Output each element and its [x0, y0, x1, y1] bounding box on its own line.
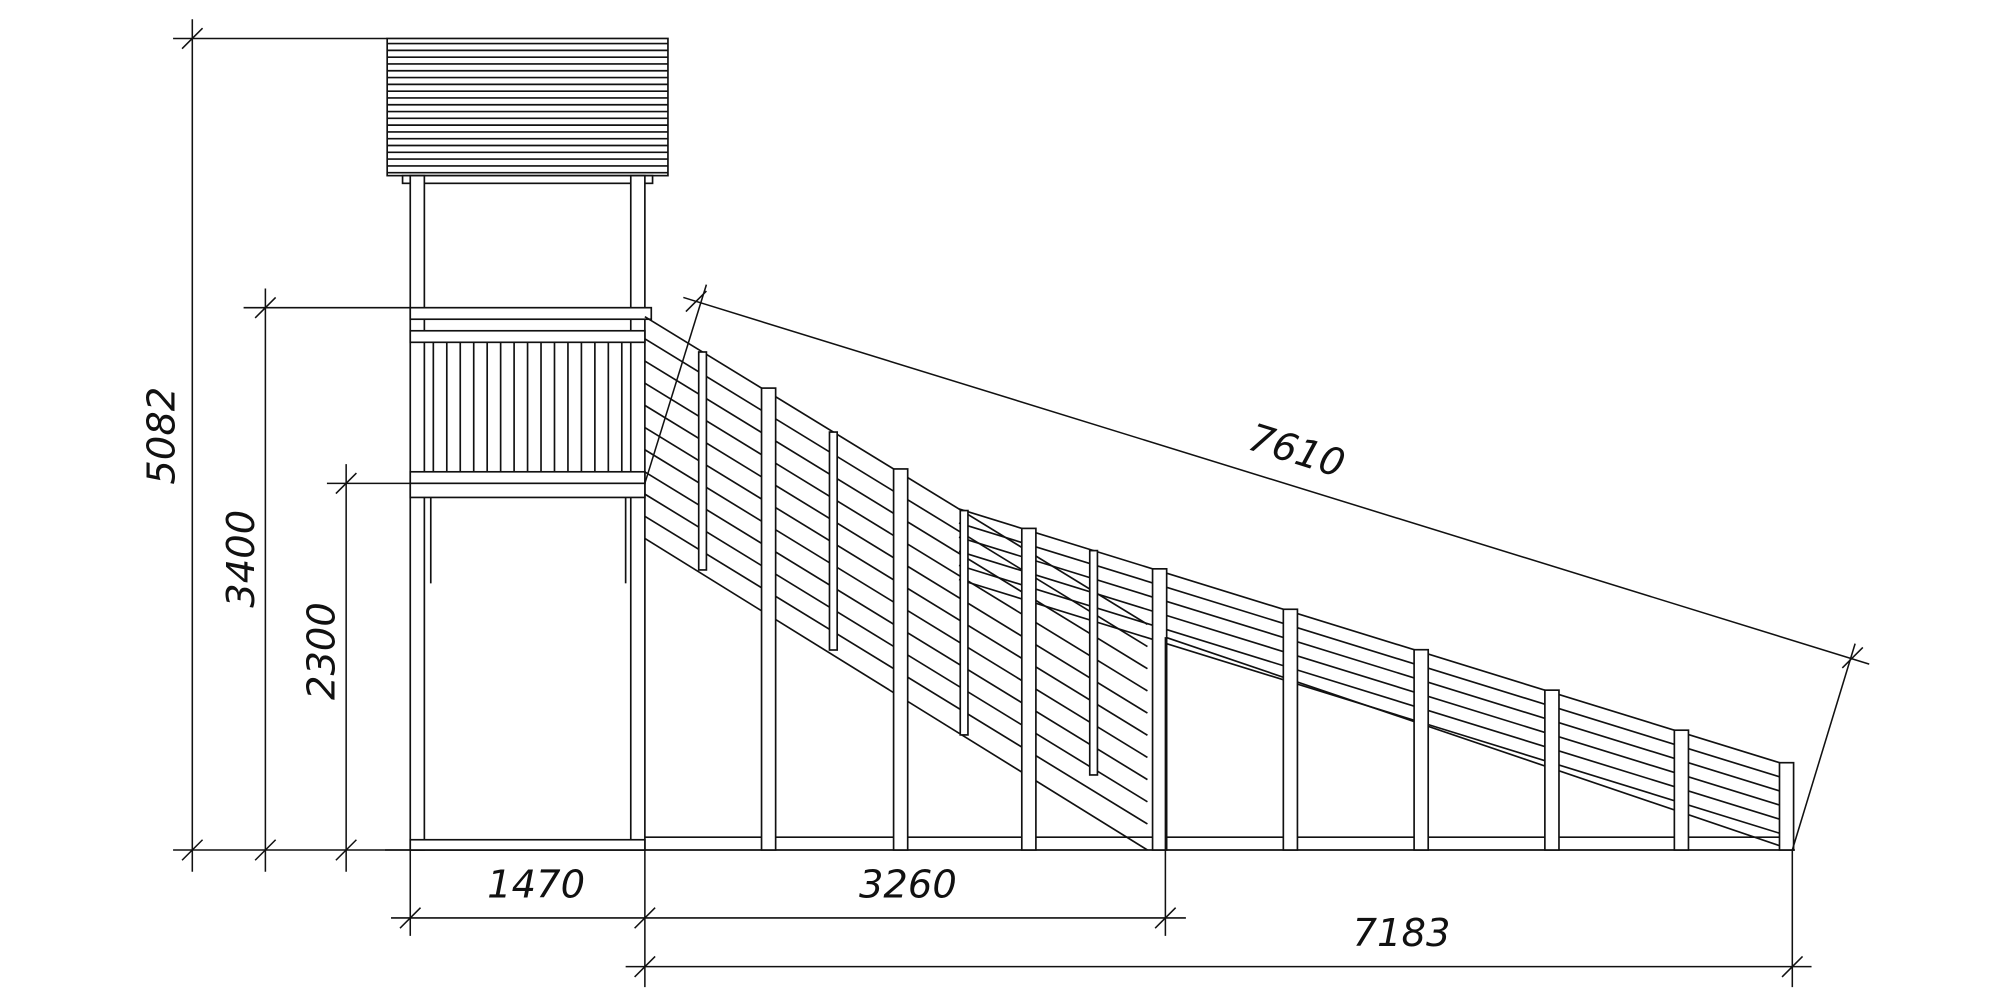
- dim-tick: [399, 907, 422, 929]
- dim-tick: [1841, 646, 1864, 669]
- dim-steep-section: 3260: [859, 862, 957, 907]
- ext: [644, 284, 708, 484]
- deck: [409, 482, 646, 499]
- slide-brace: [697, 351, 708, 571]
- dim-tick: [335, 472, 357, 495]
- structure: [384, 37, 1795, 851]
- ext: [1791, 643, 1856, 851]
- tower-post-left: [409, 174, 426, 851]
- slide-post: [1544, 689, 1560, 851]
- dim-deck-height: 2300: [300, 602, 345, 700]
- tower-post-right: [629, 174, 646, 851]
- top-rail: [409, 306, 653, 321]
- tower-base: [409, 838, 646, 851]
- slide-post: [1778, 761, 1795, 851]
- dim-tick: [181, 27, 204, 50]
- dim-tick: [685, 290, 707, 313]
- dim-tick: [1154, 907, 1177, 929]
- dim-diagonal: 7610: [1243, 415, 1350, 487]
- slide-post: [1413, 648, 1430, 851]
- dim-tick: [254, 296, 277, 319]
- slide-post: [1282, 608, 1299, 851]
- slide-post: [892, 468, 909, 851]
- slide-post: [1673, 729, 1690, 851]
- dim-total-length: 7183: [1353, 911, 1451, 956]
- dim-tick: [634, 955, 656, 978]
- slide-post: [760, 387, 777, 851]
- slide-plank: [958, 550, 1793, 810]
- roof: [386, 37, 669, 177]
- dimension-lines: [173, 19, 1870, 988]
- slide-brace: [828, 431, 839, 651]
- dim-tick: [1781, 955, 1804, 978]
- mid-rail: [409, 329, 646, 344]
- dim-tower-width: 1470: [487, 862, 585, 907]
- slide-post: [1020, 527, 1037, 851]
- slide-plank: [958, 536, 1793, 796]
- dim-total-height: 5082: [139, 387, 184, 485]
- slide-brace: [959, 509, 969, 736]
- slide-brace: [1088, 549, 1099, 776]
- roof-beam: [401, 174, 654, 185]
- slide-plank: [958, 508, 1793, 768]
- slide-post: [1151, 568, 1168, 851]
- dim-deck-rail-height: 3400: [219, 510, 264, 608]
- dim-tick: [634, 907, 656, 929]
- dim-line: [683, 296, 1870, 665]
- deck-rail: [409, 470, 646, 485]
